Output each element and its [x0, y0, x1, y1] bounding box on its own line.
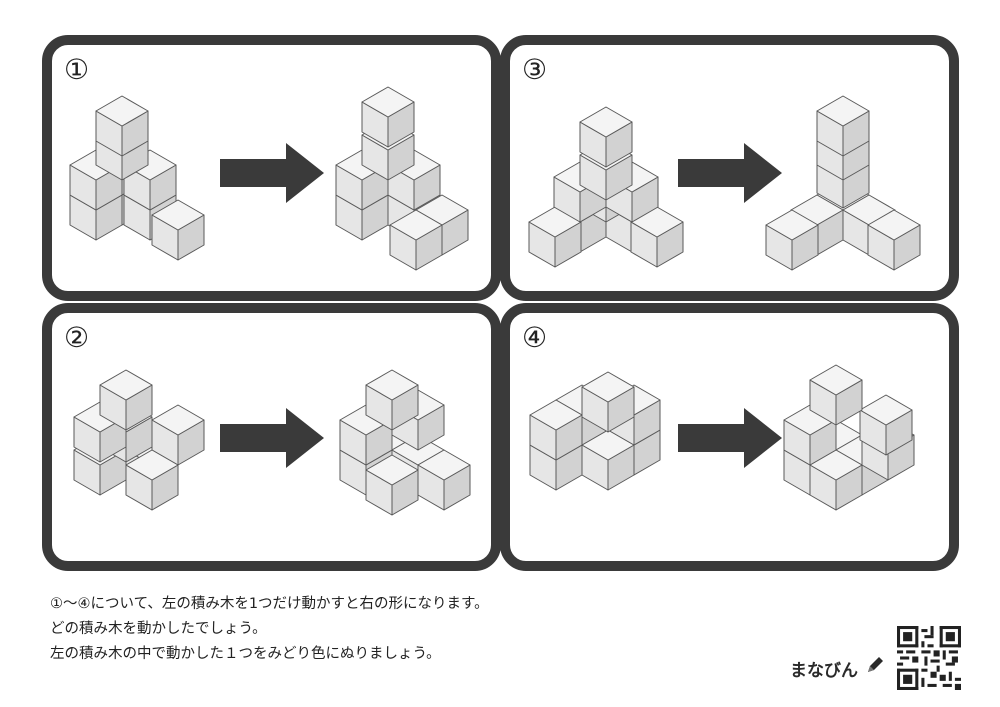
instruction-line-2: どの積み木を動かしたでしょう。	[50, 621, 267, 637]
panel-number: ①	[64, 53, 90, 86]
puzzle-panel-4: ④	[500, 303, 959, 571]
puzzle-panel-1: ①	[42, 35, 501, 301]
brand-name: まなびん	[790, 661, 858, 681]
pencil-icon	[868, 657, 883, 672]
panel-number: ④	[522, 321, 548, 354]
qr-code-icon	[897, 626, 961, 690]
puzzle-panel-2: ②	[42, 303, 501, 571]
right-arrow-icon	[220, 143, 324, 203]
instruction-line-3: 左の積み木の中で動かした１つをみどり色にぬりましょう。	[50, 646, 441, 662]
right-arrow-icon	[678, 143, 782, 203]
right-arrow-icon	[220, 408, 324, 468]
right-arrow-icon	[678, 408, 782, 468]
instruction-line-1: ①〜④について、左の積み木を1つだけ動かすと右の形になります。	[50, 596, 489, 612]
panel-number: ②	[64, 321, 90, 354]
panel-number: ③	[522, 53, 548, 86]
puzzle-panel-3: ③	[500, 35, 959, 301]
